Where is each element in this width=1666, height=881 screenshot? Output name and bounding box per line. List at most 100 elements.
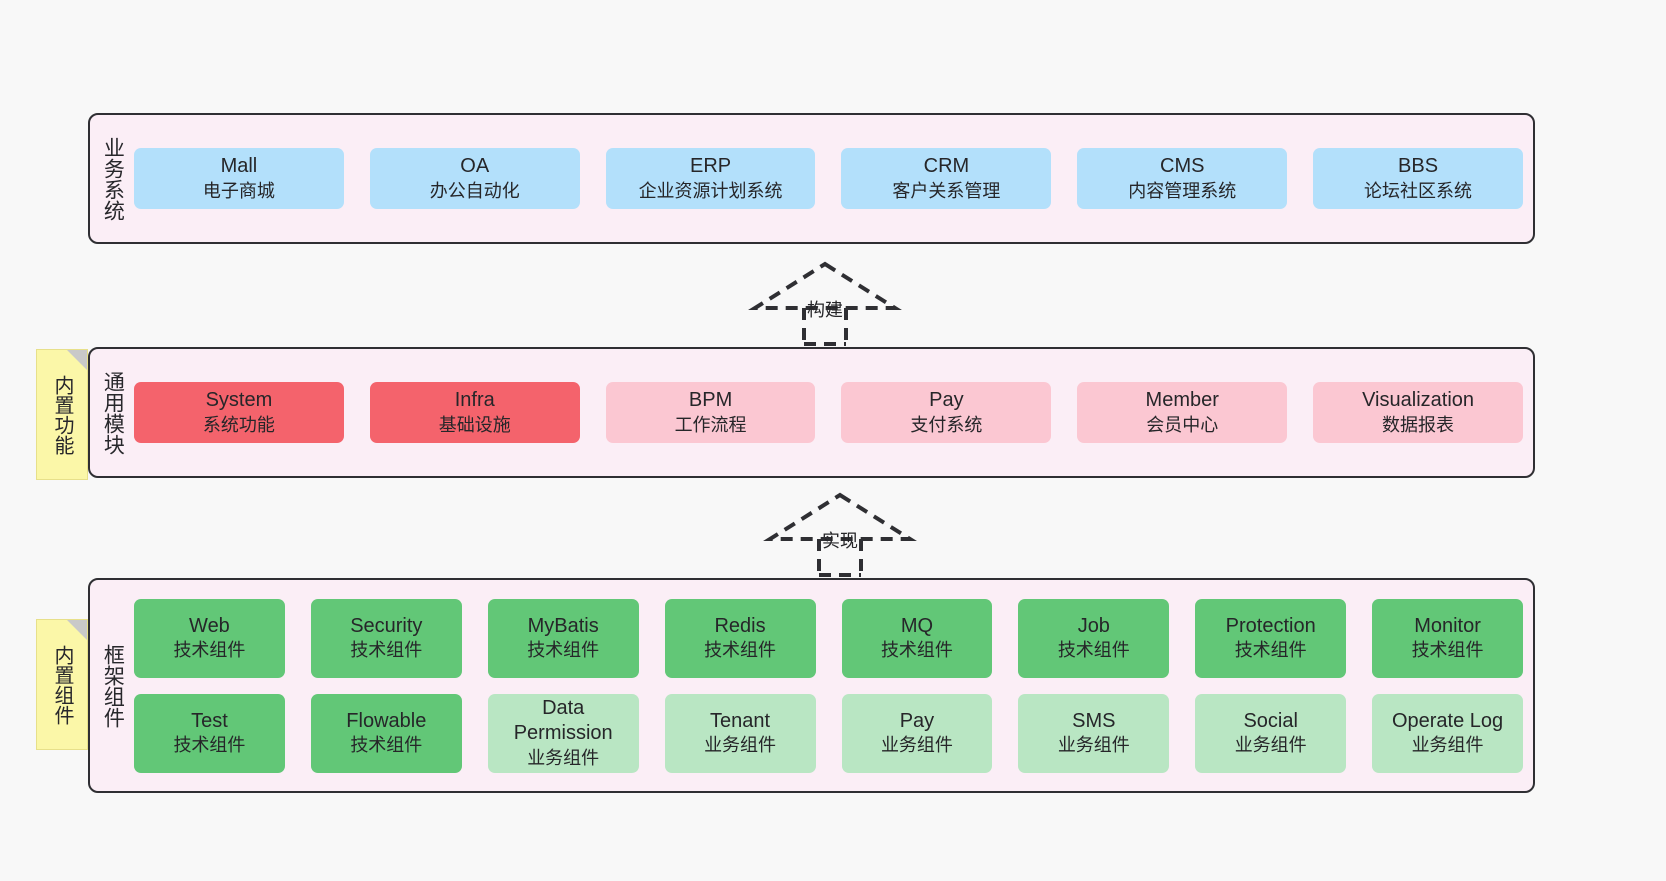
card-redis[interactable]: Redis 技术组件 <box>664 598 816 678</box>
card-title: Data Permission <box>513 696 613 745</box>
card-subtitle: 系统功能 <box>202 414 275 435</box>
card-flowable[interactable]: Flowable 技术组件 <box>310 693 462 773</box>
card-job[interactable]: Job 技术组件 <box>1018 598 1170 678</box>
card-subtitle: 技术组件 <box>350 735 423 756</box>
card-title: Pay <box>899 709 935 732</box>
note-label: 内置功能 <box>51 374 73 455</box>
card-subtitle: 技术组件 <box>1411 640 1484 661</box>
card-tenant[interactable]: Tenant 业务组件 <box>664 693 816 773</box>
card-title: Monitor <box>1414 614 1481 637</box>
card-subtitle: 业务组件 <box>704 735 777 756</box>
card-subtitle: 企业资源计划系统 <box>638 180 783 201</box>
card-title: ERP <box>690 155 732 178</box>
framework-tech-row: Web 技术组件 Security 技术组件 MyBatis 技术组件 Redi… <box>134 598 1523 678</box>
card-title: Social <box>1243 709 1298 732</box>
card-title: Pay <box>929 389 964 412</box>
card-erp[interactable]: ERP 企业资源计划系统 <box>605 148 816 209</box>
card-operate-log[interactable]: Operate Log 业务组件 <box>1372 693 1523 773</box>
card-title: Flowable <box>346 709 427 732</box>
card-mall[interactable]: Mall 电子商城 <box>134 148 344 209</box>
layer-framework-title: 框架组件 <box>101 643 125 728</box>
card-subtitle: 技术组件 <box>704 640 777 661</box>
card-title: SMS <box>1072 709 1116 732</box>
card-subtitle: 电子商城 <box>202 180 275 201</box>
card-pay-business[interactable]: Pay 业务组件 <box>841 693 993 773</box>
card-subtitle: 技术组件 <box>1234 640 1307 661</box>
card-monitor[interactable]: Monitor 技术组件 <box>1372 598 1523 678</box>
card-subtitle: 技术组件 <box>527 640 600 661</box>
card-title: Tenant <box>710 709 771 732</box>
card-crm[interactable]: CRM 客户关系管理 <box>841 148 1052 209</box>
card-title: Operate Log <box>1391 709 1504 732</box>
layer-framework-body: Web 技术组件 Security 技术组件 MyBatis 技术组件 Redi… <box>134 580 1533 791</box>
layer-business-body: Mall 电子商城 OA 办公自动化 ERP 企业资源计划系统 CRM 客户关系… <box>134 115 1533 242</box>
card-title: Test <box>191 709 228 732</box>
card-web[interactable]: Web 技术组件 <box>134 598 285 678</box>
card-subtitle: 技术组件 <box>1057 640 1130 661</box>
note-fold-icon <box>67 620 87 640</box>
card-title: Protection <box>1225 614 1316 637</box>
connector-build: 构建 <box>748 258 902 346</box>
card-title: BBS <box>1398 155 1439 178</box>
card-infra[interactable]: Infra 基础设施 <box>369 382 580 443</box>
card-subtitle: 客户关系管理 <box>892 180 1001 201</box>
card-title: BPM <box>688 389 733 412</box>
card-title: System <box>205 389 273 412</box>
card-subtitle: 支付系统 <box>910 414 983 435</box>
card-title: CRM <box>923 155 970 178</box>
card-subtitle: 基础设施 <box>438 414 511 435</box>
card-bpm[interactable]: BPM 工作流程 <box>605 382 816 443</box>
note-built-in-features: 内置功能 <box>36 349 88 480</box>
card-mybatis[interactable]: MyBatis 技术组件 <box>487 598 639 678</box>
note-label: 内置组件 <box>51 644 73 725</box>
card-subtitle: 技术组件 <box>350 640 423 661</box>
card-oa[interactable]: OA 办公自动化 <box>369 148 580 209</box>
card-subtitle: 会员中心 <box>1146 414 1219 435</box>
layer-common-title: 通用模块 <box>101 370 125 455</box>
connector-implement: 实现 <box>763 489 917 577</box>
card-sms[interactable]: SMS 业务组件 <box>1018 693 1170 773</box>
common-card-row: System 系统功能 Infra 基础设施 BPM 工作流程 Pay 支付系统… <box>134 382 1523 443</box>
card-title: MyBatis <box>527 614 599 637</box>
card-pay[interactable]: Pay 支付系统 <box>841 382 1052 443</box>
card-title: Infra <box>454 389 495 412</box>
card-subtitle: 业务组件 <box>880 735 953 756</box>
card-cms[interactable]: CMS 内容管理系统 <box>1077 148 1288 209</box>
card-social[interactable]: Social 业务组件 <box>1195 693 1347 773</box>
generalization-triangle <box>748 261 902 310</box>
card-title: Security <box>350 614 423 637</box>
card-test[interactable]: Test 技术组件 <box>134 693 285 773</box>
card-title: Visualization <box>1362 389 1475 412</box>
card-title: Job <box>1077 614 1110 637</box>
card-subtitle: 工作流程 <box>674 414 747 435</box>
layer-business-systems: 业务系统 Mall 电子商城 OA 办公自动化 ERP 企业资源计划系统 CRM… <box>88 113 1535 244</box>
layer-framework-components: 框架组件 Web 技术组件 Security 技术组件 MyBatis 技术组件… <box>88 578 1535 793</box>
card-visualization[interactable]: Visualization 数据报表 <box>1313 382 1523 443</box>
card-system[interactable]: System 系统功能 <box>134 382 344 443</box>
card-subtitle: 办公自动化 <box>429 180 520 201</box>
card-subtitle: 业务组件 <box>1234 735 1307 756</box>
card-title: Mall <box>220 155 258 178</box>
card-title: Member <box>1145 389 1219 412</box>
layer-common-modules: 通用模块 System 系统功能 Infra 基础设施 BPM 工作流程 Pay… <box>88 347 1535 478</box>
card-title: Web <box>189 614 230 637</box>
card-subtitle: 数据报表 <box>1382 414 1455 435</box>
card-protection[interactable]: Protection 技术组件 <box>1195 598 1347 678</box>
card-subtitle: 业务组件 <box>1057 735 1130 756</box>
card-subtitle: 内容管理系统 <box>1128 180 1237 201</box>
note-built-in-components: 内置组件 <box>36 619 88 750</box>
connector-implement-label: 实现 <box>822 531 858 551</box>
connector-build-label: 构建 <box>807 300 843 320</box>
framework-business-row: Test 技术组件 Flowable 技术组件 Data Permission … <box>134 693 1523 773</box>
card-member[interactable]: Member 会员中心 <box>1077 382 1288 443</box>
card-mq[interactable]: MQ 技术组件 <box>841 598 993 678</box>
card-subtitle: 技术组件 <box>173 640 246 661</box>
card-data-permission[interactable]: Data Permission 业务组件 <box>487 693 639 773</box>
note-fold-icon <box>67 350 87 370</box>
card-subtitle: 技术组件 <box>173 735 246 756</box>
card-bbs[interactable]: BBS 论坛社区系统 <box>1313 148 1523 209</box>
layer-business-title: 业务系统 <box>101 136 125 221</box>
generalization-triangle <box>763 492 917 541</box>
card-security[interactable]: Security 技术组件 <box>310 598 462 678</box>
